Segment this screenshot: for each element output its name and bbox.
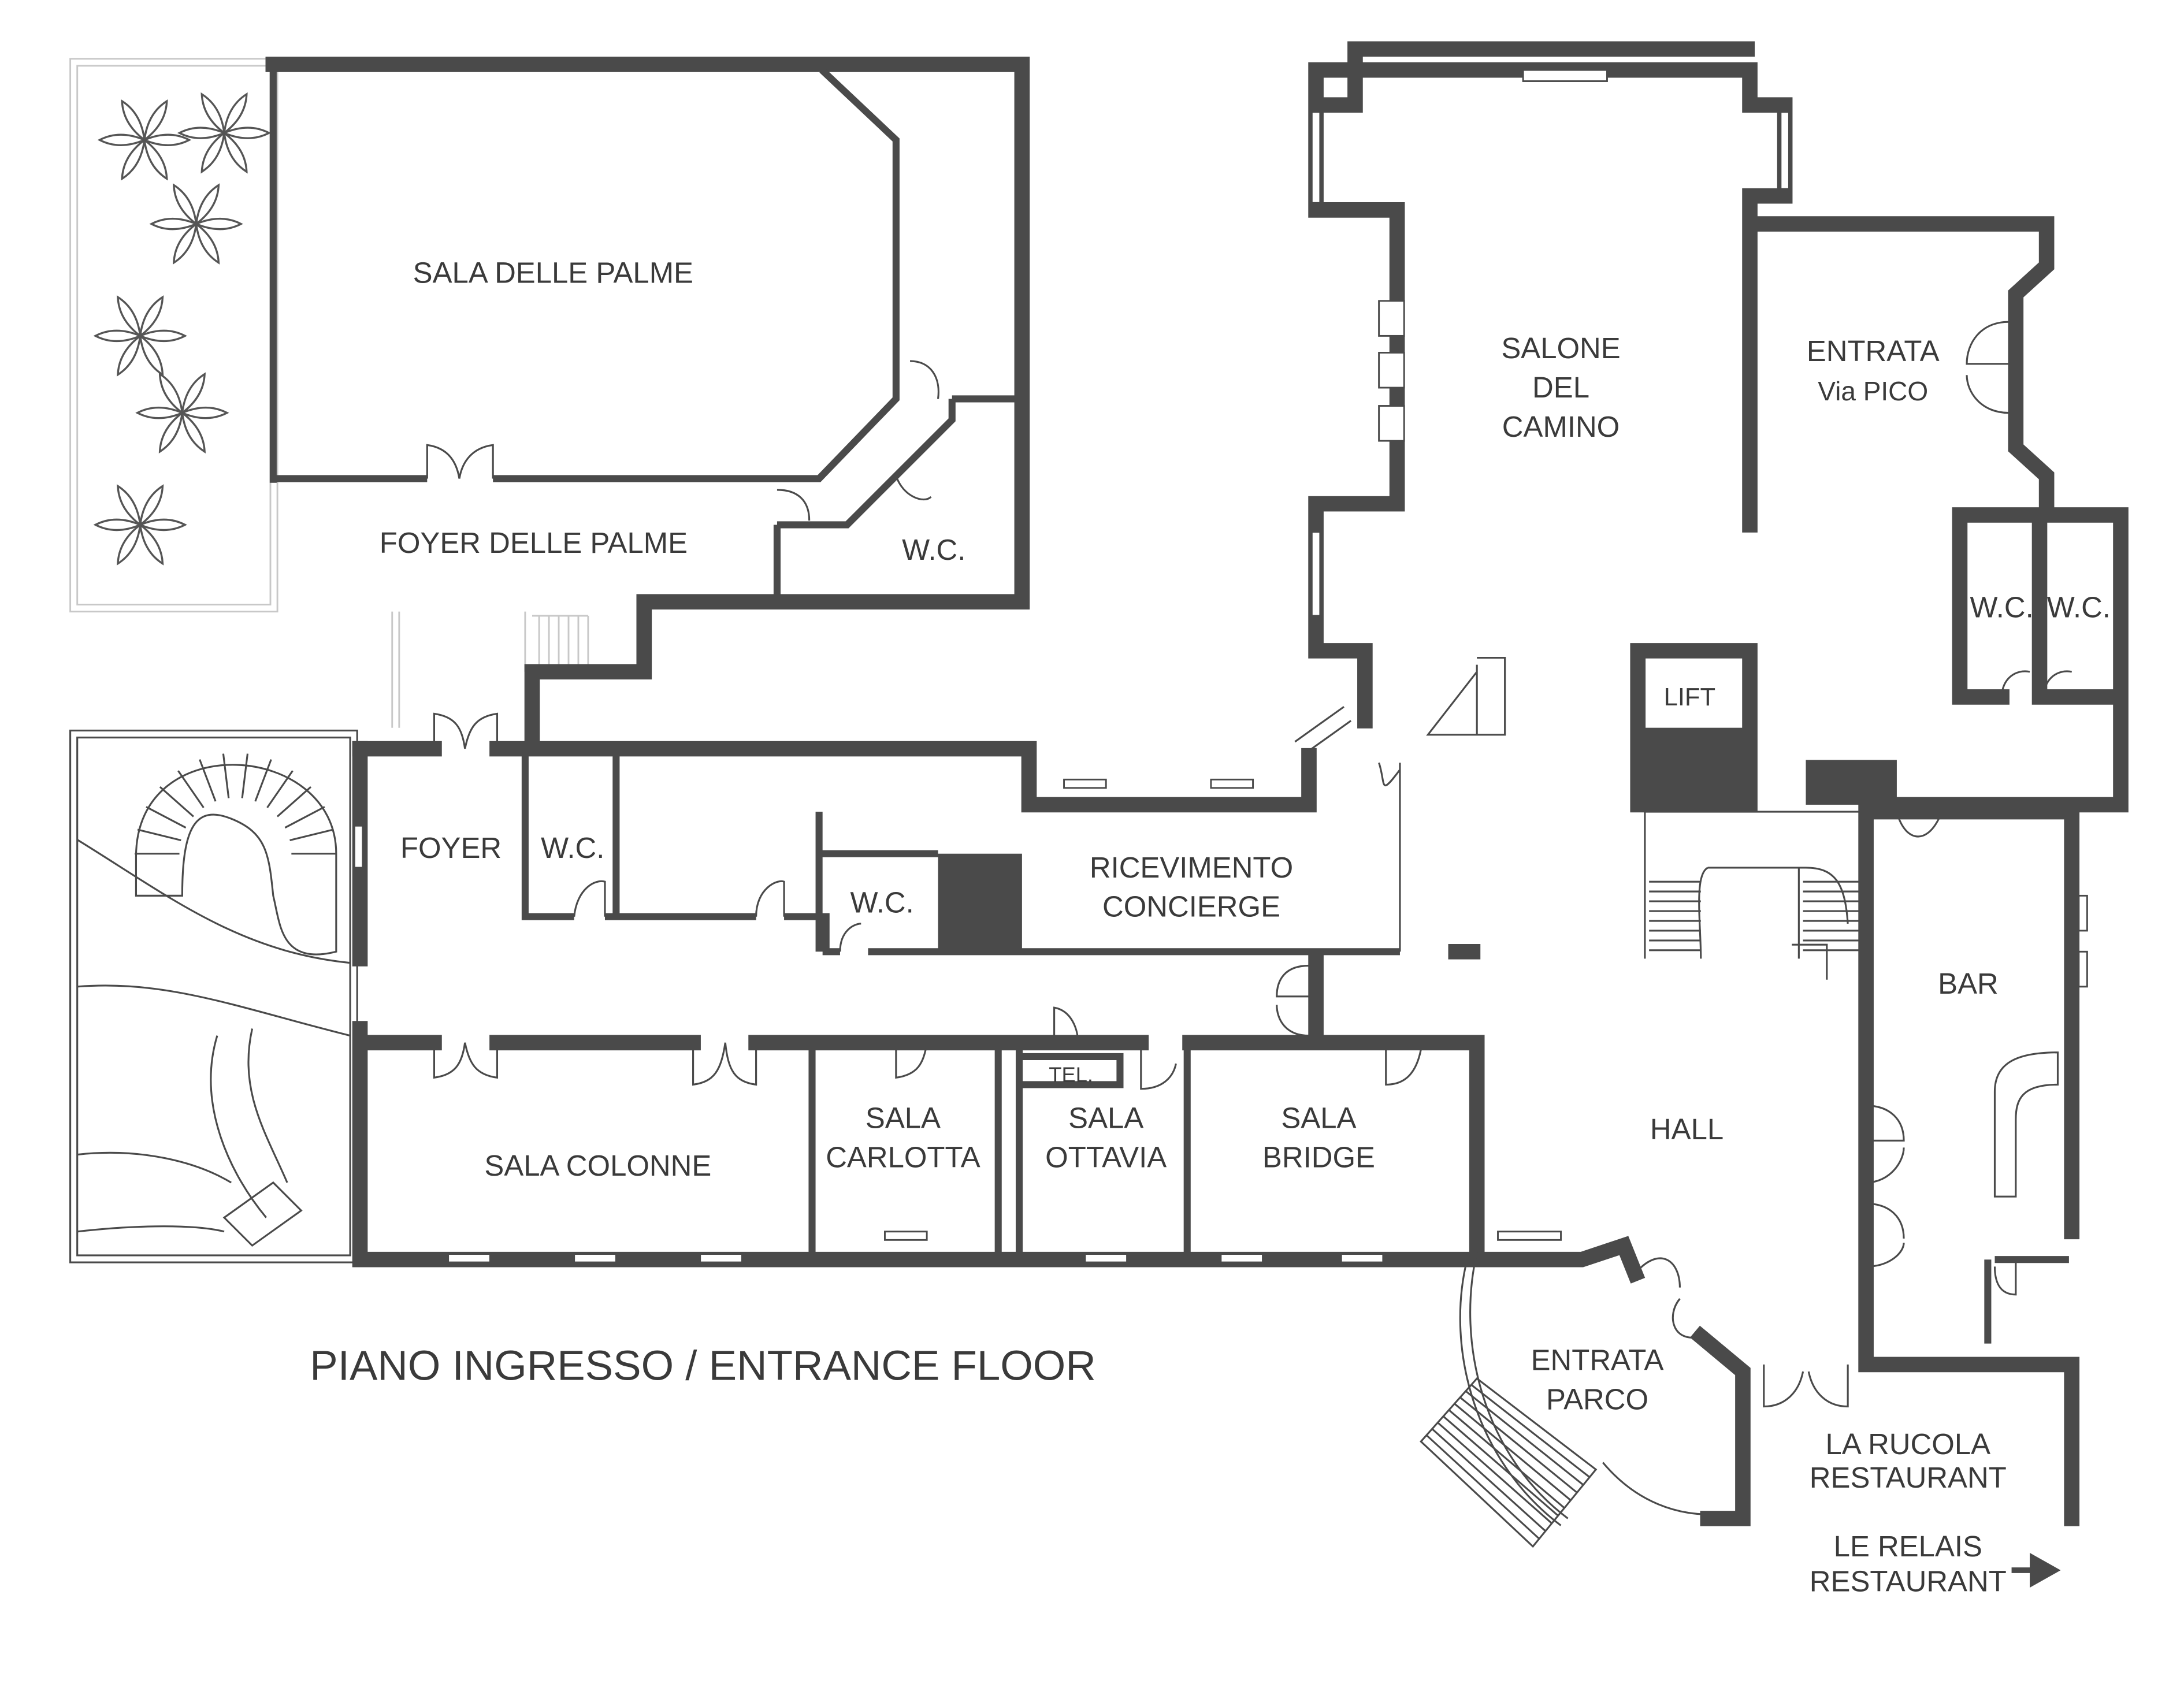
stair-tread xyxy=(146,806,187,829)
label-entrata-parco-2: PARCO xyxy=(1546,1382,1648,1415)
label-sala-colonne: SALA COLONNE xyxy=(484,1149,711,1182)
step-line xyxy=(1465,1390,1584,1486)
step-line xyxy=(1448,1409,1565,1509)
label-la-rucola-2: RESTAURANT xyxy=(1810,1461,2007,1494)
label-wc-corridor: W.C. xyxy=(850,886,914,919)
label-wc-foyer: W.C. xyxy=(541,831,604,864)
label-ricevimento-1: RICEVIMENTO xyxy=(1090,851,1293,884)
label-sala-bridge-1: SALA xyxy=(1281,1102,1356,1135)
label-sala-bridge-2: BRIDGE xyxy=(1262,1140,1375,1173)
plant-icon xyxy=(135,372,229,454)
stair-tread xyxy=(266,770,294,808)
label-entrata-pico-1: ENTRATA xyxy=(1807,334,1940,367)
stair-tread xyxy=(177,770,205,808)
windows xyxy=(353,69,2088,1263)
label-sala-carlotta-1: SALA xyxy=(866,1102,941,1135)
stair-tread xyxy=(289,828,334,842)
label-wc-palme: W.C. xyxy=(902,533,965,566)
stair-tread xyxy=(159,786,194,817)
label-la-rucola-1: LA RUCOLA xyxy=(1826,1428,1991,1460)
plant-icon xyxy=(93,295,187,377)
label-entrata-pico-2: Via PICO xyxy=(1818,376,1928,406)
stair-tread xyxy=(222,753,230,798)
step-line xyxy=(1425,1434,1540,1540)
label-lift: LIFT xyxy=(1664,683,1716,711)
label-foyer: FOYER xyxy=(400,831,502,864)
floor-title: PIANO INGRESSO / ENTRANCE FLOOR xyxy=(310,1343,1096,1389)
label-bar: BAR xyxy=(1938,967,1999,1000)
palm-garden xyxy=(69,58,278,613)
terrace-steps xyxy=(391,611,589,728)
step-line xyxy=(1443,1415,1559,1517)
label-foyer-delle-palme: FOYER DELLE PALME xyxy=(380,526,688,559)
plant-icon xyxy=(177,92,272,174)
label-hall: HALL xyxy=(1650,1113,1724,1146)
label-salone-3: CAMINO xyxy=(1502,410,1620,443)
stair-tread xyxy=(254,759,272,802)
label-sala-ottavia-1: SALA xyxy=(1068,1102,1143,1135)
room-labels: SALA DELLE PALME FOYER DELLE PALME W.C. … xyxy=(310,256,2111,1597)
label-sala-carlotta-2: CARLOTTA xyxy=(826,1140,980,1173)
doors xyxy=(426,321,2072,1408)
plant-icon xyxy=(93,484,187,566)
label-tel: TEL. xyxy=(1049,1063,1093,1087)
label-le-relais-1: LE RELAIS xyxy=(1834,1530,1982,1563)
label-wc-pico-2: W.C. xyxy=(2047,590,2111,623)
plant-icon xyxy=(97,99,192,181)
label-salone-1: SALONE xyxy=(1501,332,1620,365)
step-line xyxy=(1431,1428,1546,1532)
stair-tread xyxy=(276,786,312,817)
step-line xyxy=(1454,1403,1572,1501)
stair-tread xyxy=(137,828,181,842)
stair-tread xyxy=(241,753,249,798)
label-sala-ottavia-2: OTTAVIA xyxy=(1045,1140,1167,1173)
step-line xyxy=(1437,1422,1552,1525)
spiral-staircase xyxy=(69,729,358,1263)
label-salone-2: DEL xyxy=(1532,371,1589,404)
label-sala-delle-palme: SALA DELLE PALME xyxy=(413,256,693,289)
stair-tread xyxy=(284,806,325,829)
arrow-right-icon xyxy=(2011,1552,2061,1588)
label-entrata-parco-1: ENTRATA xyxy=(1531,1344,1664,1377)
plant-icon xyxy=(149,183,243,265)
label-wc-pico-1: W.C. xyxy=(1970,590,2034,623)
stair-tread xyxy=(199,759,217,802)
label-le-relais-2: RESTAURANT xyxy=(1810,1564,2007,1597)
step-line xyxy=(1470,1384,1591,1478)
label-ricevimento-2: CONCIERGE xyxy=(1102,890,1280,923)
step-line xyxy=(1459,1396,1578,1493)
